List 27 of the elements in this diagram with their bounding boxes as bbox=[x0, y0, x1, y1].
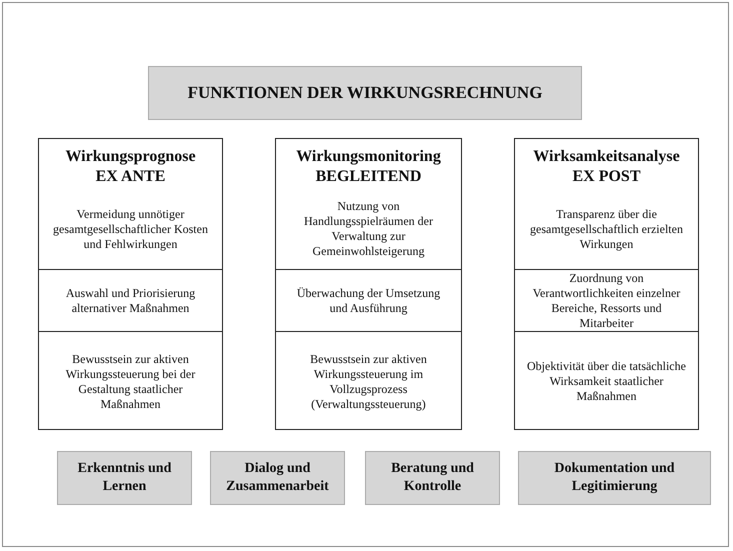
function-column bbox=[38, 138, 223, 430]
function-box bbox=[518, 451, 711, 505]
function-box bbox=[57, 451, 192, 505]
function-description: Bewusstsein zur aktiven Wirkungssteuerung bei der Gestaltung staatlicher Maßnahmen bbox=[64, 350, 196, 412]
function-description: Überwachung der Umsetzung und Ausführung bbox=[296, 284, 442, 317]
function-column bbox=[275, 138, 462, 430]
function-column bbox=[514, 138, 699, 430]
column-heading: Wirkungsmonitoring bbox=[295, 147, 442, 167]
function-description: Auswahl und Priorisierung alternativer Maßnahmen bbox=[64, 284, 196, 316]
function-box bbox=[365, 451, 500, 505]
box-label: Erkenntnis und Lernen bbox=[76, 460, 172, 496]
column-subheading: EX POST bbox=[571, 167, 642, 187]
title-banner: FUNKTIONEN DER WIRKUNGSRECHNUNG bbox=[148, 66, 582, 120]
column-subheading: BEGLEITEND bbox=[314, 167, 422, 187]
column-heading: Wirkungsprognose bbox=[64, 147, 197, 167]
function-description: Zuordnung von Verantwortlichkeiten einzelner Bereiche, Ressorts und Mitarbeiter bbox=[532, 270, 682, 331]
function-description: Vermeidung unnötiger gesamtgesellschaftlicher Kosten und Fehlwirkungen bbox=[52, 206, 209, 253]
function-box bbox=[210, 451, 345, 505]
function-description: Nutzung von Handlungsspielräumen der Verwaltung zur Gemeinwohlsteigerung bbox=[303, 198, 434, 260]
box-label: Dokumentation und Legitimierung bbox=[553, 460, 676, 496]
column-subheading: EX ANTE bbox=[94, 167, 166, 187]
function-description: Bewusstsein zur aktiven Wirkungssteuerung im Vollzugsprozess (Verwaltungssteuerung) bbox=[309, 350, 428, 413]
box-label: Dialog und Zusammenarbeit bbox=[225, 460, 330, 496]
function-description: Transparenz über die gesamtgesellschaftlich erzielten Wirkungen bbox=[529, 206, 684, 253]
column-heading: Wirksamkeitsanalyse bbox=[532, 147, 681, 167]
box-label: Beratung und Kontrolle bbox=[390, 460, 475, 496]
function-description: Objektivität über die tatsächliche Wirksamkeit staatlicher Maßnahmen bbox=[526, 358, 687, 405]
